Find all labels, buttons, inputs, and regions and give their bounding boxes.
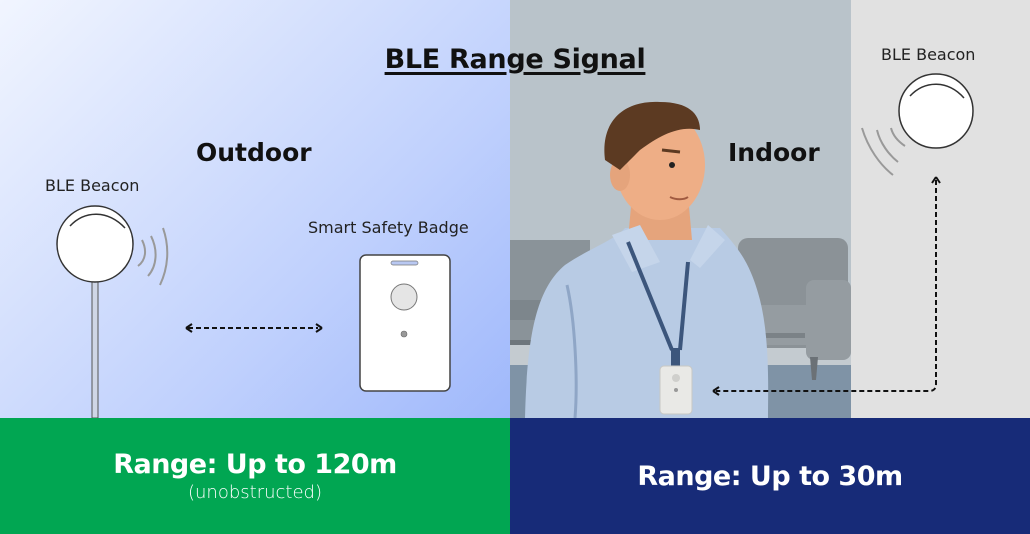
outdoor-range-text: Range: Up to 120m — [113, 449, 397, 480]
outdoor-beacon-label: BLE Beacon — [45, 176, 140, 195]
double-arrow-icon — [185, 323, 323, 333]
hallway-background — [851, 0, 1030, 418]
outdoor-range-note: (unobstructed) — [188, 482, 322, 503]
indoor-label: Indoor — [728, 138, 820, 167]
person-illustration — [525, 101, 769, 418]
dashed-path-arrow-icon — [712, 176, 941, 396]
diagram-illustration — [56, 73, 974, 418]
beacon-icon-indoor — [898, 73, 974, 149]
beacon-icon — [56, 205, 134, 418]
badge-label: Smart Safety Badge — [308, 218, 469, 237]
outdoor-label: Outdoor — [196, 138, 312, 167]
badge-icon — [359, 254, 451, 392]
outdoor-range-band: Range: Up to 120m (unobstructed) — [0, 418, 510, 534]
indoor-beacon-label: BLE Beacon — [881, 45, 976, 64]
signal-waves-icon — [137, 227, 169, 286]
signal-waves-icon-indoor — [861, 127, 906, 176]
indoor-range-text: Range: Up to 30m — [637, 460, 903, 492]
page-title: BLE Range Signal — [384, 44, 646, 75]
indoor-range-band: Range: Up to 30m — [510, 418, 1030, 534]
